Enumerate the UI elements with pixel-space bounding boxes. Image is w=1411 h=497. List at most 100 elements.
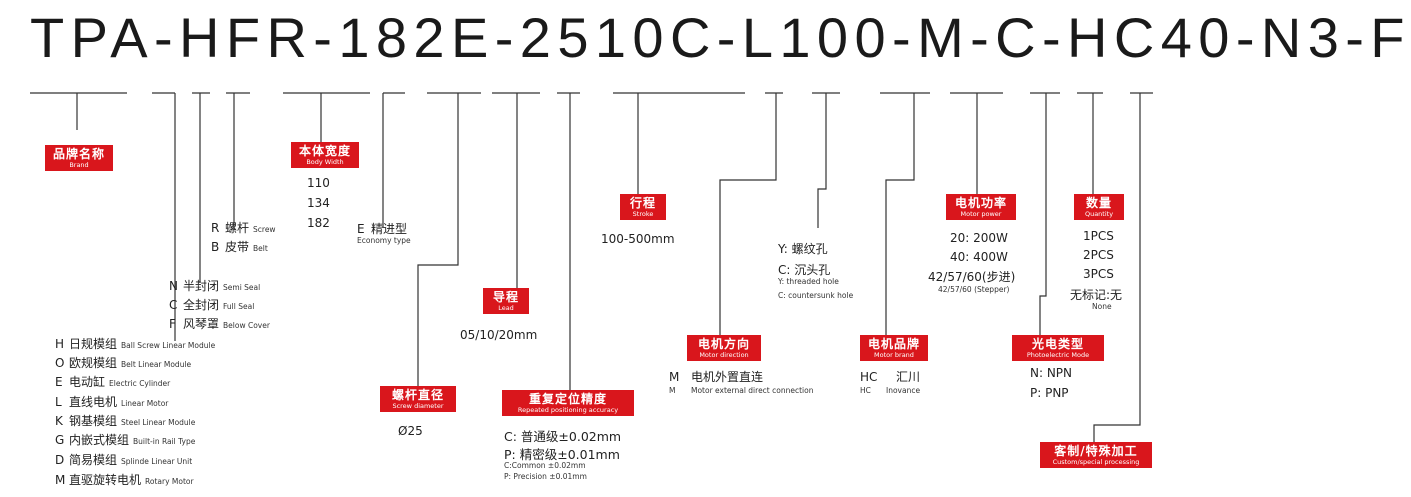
drive-zh: 皮带 [225,240,250,254]
motor-power-line: 20: 200W [950,231,1008,245]
badge-brand-en: Brand [69,161,89,169]
screw-diameter-value: Ø25 [398,424,423,438]
badge-motor-brand-zh: 电机品牌 [867,337,920,351]
motor-power-line: 42/57/60(步进) [928,270,1016,284]
motor-direction-key: M [669,370,680,384]
accuracy-line: P: 精密级±0.01mm [504,447,620,462]
quantity-line: 无标记:无 [1070,288,1123,302]
badge-lead-en: Lead [498,304,514,312]
badge-screw-diameter-en: Screw diameter [392,402,444,410]
seal-en: Full Seal [223,302,255,311]
module-en: Built-in Rail Type [133,437,196,446]
badge-motor-direction: 电机方向 Motor direction [687,335,761,361]
seal-en: Below Cover [223,321,270,330]
motor-brand-en: Inovance [886,386,921,395]
seal-en: Semi Seal [223,283,261,292]
module-zh: 电动缸 [69,375,106,389]
badge-photo-mode: 光电类型 Photoelectric Mode [1012,335,1104,361]
quantity-line: 1PCS [1083,229,1114,243]
body-width-value: 134 [307,196,330,210]
badge-screw-diameter: 螺杆直径 Screw diameter [380,386,456,412]
module-en: Belt Linear Module [121,360,192,369]
module-zh: 欧规模组 [69,356,118,370]
wire-hole [817,93,827,228]
drive-en: Screw [253,225,276,234]
badge-motor-power: 电机功率 Motor power [946,194,1016,220]
badge-body-width-en: Body Width [306,158,344,166]
badge-motor-brand: 电机品牌 Motor brand [860,335,928,361]
badge-lead: 导程 Lead [483,288,529,314]
module-en: Linear Motor [121,399,169,408]
badge-photo-mode-en: Photoelectric Mode [1026,351,1090,359]
module-key: G [55,433,65,447]
module-en: Splinde Linear Unit [121,457,193,466]
badge-quantity-zh: 数量 [1085,196,1112,210]
drive-zh: 螺杆 [225,221,250,235]
hole-type-line: Y: 螺纹孔 [778,242,828,256]
lead-value: 05/10/20mm [460,328,538,342]
drive-key: R [211,221,220,235]
module-en: Rotary Motor [145,477,194,486]
module-en: Ball Screw Linear Module [121,341,216,350]
seal-zh: 半封闭 [183,279,220,293]
badge-photo-mode-zh: 光电类型 [1031,337,1084,351]
seal-zh: 风琴罩 [183,317,220,331]
hole-type-en-line: Y: threaded hole [778,277,839,286]
wire-direction [719,93,777,335]
motor-direction-sub-key: M [669,386,676,395]
leader-lines [30,92,1153,442]
badge-body-width: 本体宽度 Body Width [291,142,359,168]
series-item: E 精进型 [357,220,407,237]
module-key: D [55,453,65,467]
badge-custom-zh: 客制/特殊加工 [1054,444,1138,458]
wire-custom [1093,93,1141,442]
quantity-en-line: None [1092,302,1112,311]
stroke-value: 100-500mm [601,232,675,246]
quantity-line: 3PCS [1083,267,1114,281]
badge-motor-direction-zh: 电机方向 [697,337,750,351]
body-width-value: 110 [307,176,330,190]
series-key: E [357,222,365,236]
module-key: H [55,337,65,351]
photo-mode-line: N: NPN [1030,366,1073,380]
badge-brand: 品牌名称 Brand [45,145,113,171]
module-en: Steel Linear Module [121,418,196,427]
module-key: K [55,414,63,428]
badge-quantity-en: Quantity [1084,210,1114,218]
accuracy-en-line: C:Common ±0.02mm [504,461,586,470]
badge-screw-diameter-zh: 螺杆直径 [391,388,444,402]
motor-brand-sub-key: HC [860,386,871,395]
wire-screw [417,93,459,386]
seal-key: N [169,279,178,293]
module-key: O [55,356,65,370]
module-key: E [55,375,63,389]
motor-power-line: 40: 400W [950,250,1008,264]
badge-motor-power-en: Motor power [960,210,1002,218]
module-key: M [55,473,66,487]
wire-photo [1039,93,1047,335]
module-zh: 直驱旋转电机 [69,473,142,487]
badge-quantity: 数量 Quantity [1074,194,1124,220]
module-en: Electric Cylinder [109,379,171,388]
hole-type-line: C: 沉头孔 [778,263,831,277]
photo-mode-line: P: PNP [1030,386,1069,400]
model-code-diagram: TPA-HFR-182E-2510C-L100-M-C-HC40-N3-F [30,6,1405,488]
module-key: L [55,395,62,409]
badge-accuracy: 重复定位精度 Repeated positioning accuracy [502,390,634,416]
series-zh: 精进型 [371,222,408,236]
